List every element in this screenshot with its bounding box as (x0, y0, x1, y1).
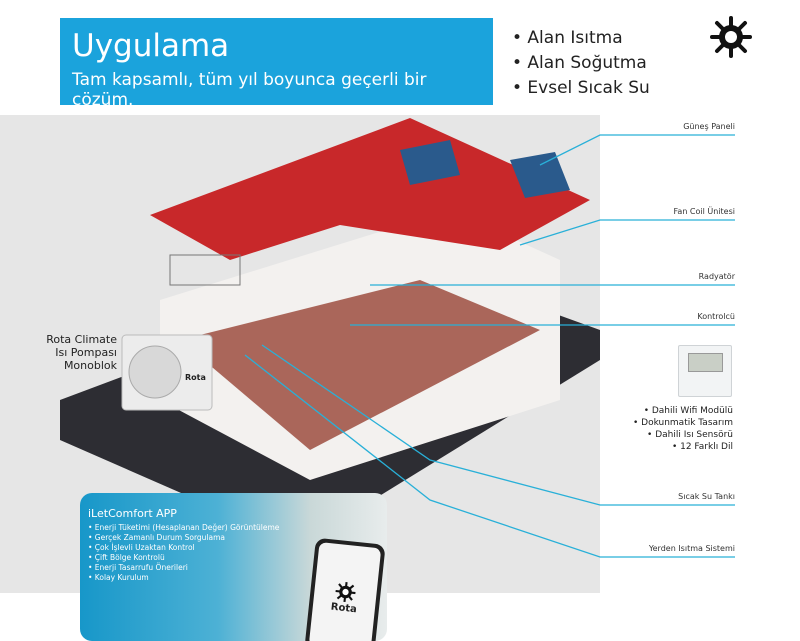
label-radiator: Radyatör (698, 272, 735, 281)
label-fan-coil: Fan Coil Ünitesi (673, 207, 735, 216)
fan-grille (128, 345, 182, 399)
callout-lines (244, 134, 735, 558)
app-feature: • Çok İşlevli Uzaktan Kontrol (88, 543, 195, 552)
unit-line: Isı Pompası (55, 346, 117, 359)
unit-brand: Rota (185, 373, 206, 382)
controller-feature: • Dahili Isı Sensörü (647, 430, 733, 440)
controller-feature: • Dahili Wifi Modülü (643, 406, 733, 416)
balcony-rail (169, 254, 241, 286)
controller-feature: • 12 Farklı Dil (671, 442, 733, 452)
controller-image (678, 345, 732, 397)
header-banner: Uygulama Tam kapsamlı, tüm yıl boyunca g… (60, 18, 493, 110)
rota-wheel-logo-icon (710, 16, 752, 58)
app-feature: • Enerji Tasarrufu Önerileri (88, 563, 188, 572)
label-floor-heating: Yerden Isıtma Sistemi (648, 544, 735, 553)
label-controller: Kontrolcü (697, 312, 735, 321)
feature-item: • Alan Soğutma (512, 53, 647, 73)
unit-line: Monoblok (63, 359, 117, 372)
page-subtitle: Tam kapsamlı, tüm yıl boyunca geçerli bi… (72, 70, 427, 110)
solar-panel (400, 140, 460, 185)
app-feature-list: • Enerji Tüketimi (Hesaplanan Değer) Gör… (80, 523, 387, 583)
roof (150, 118, 590, 260)
app-feature: • Kolay Kurulum (88, 573, 149, 582)
floor (180, 280, 540, 450)
heat-pump-label: Rota Climate Isı Pompası Monoblok (45, 333, 117, 372)
app-promo-card: iLetComfort APP • Enerji Tüketimi (Hesap… (80, 493, 387, 641)
app-title: iLetComfort APP (88, 507, 177, 520)
solar-panel (510, 152, 570, 198)
app-feature: • Gerçek Zamanlı Durum Sorgulama (88, 533, 226, 542)
phone-image: Rota (304, 537, 386, 641)
feature-item: • Alan Isıtma (512, 28, 623, 48)
rota-wheel-icon (335, 581, 356, 602)
phone-brand: Rota (330, 601, 358, 615)
app-feature: • Çift Bölge Kontrolü (88, 553, 165, 562)
controller-feature: • Dokunmatik Tasarım (632, 418, 733, 428)
feature-item: • Evsel Sıcak Su (512, 78, 650, 98)
controller-features: • Dahili Wifi Modülü • Dokunmatik Tasarı… (600, 405, 733, 453)
feature-list: • Alan Isıtma • Alan Soğutma • Evsel Sıc… (512, 26, 650, 101)
unit-line: Rota Climate (46, 333, 117, 346)
label-hot-water-tank: Sıcak Su Tankı (678, 492, 735, 501)
label-solar-panel: Güneş Paneli (683, 122, 735, 131)
page-title: Uygulama (72, 28, 230, 64)
app-feature: • Enerji Tüketimi (Hesaplanan Değer) Gör… (88, 523, 280, 532)
